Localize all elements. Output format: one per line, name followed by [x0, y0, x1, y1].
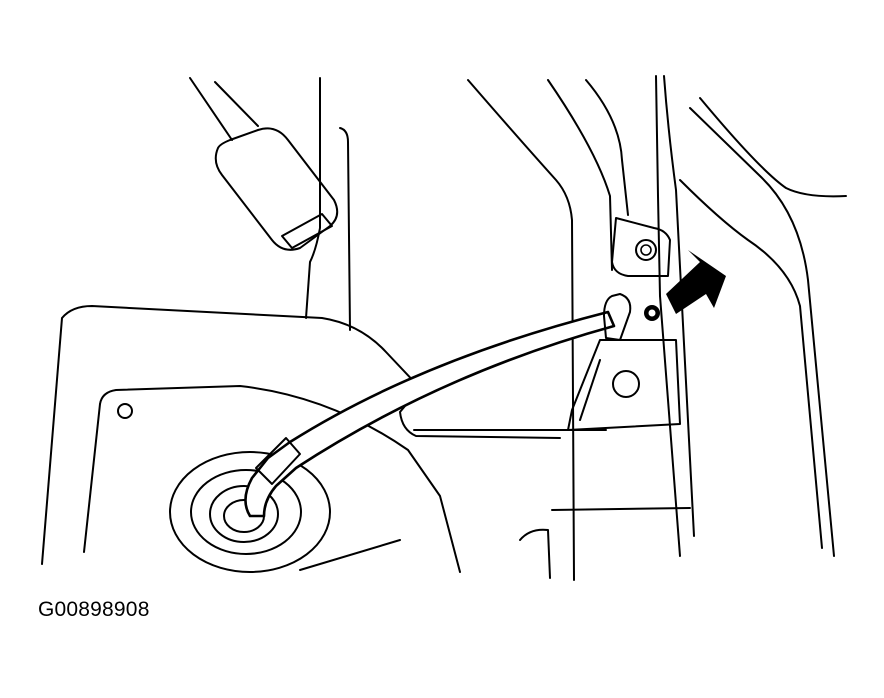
figure-id-label: G00898908: [38, 598, 150, 621]
seat-belt-buckle: [189, 77, 339, 251]
door-frame: [305, 75, 847, 581]
mounting-bracket: [567, 217, 681, 431]
speaker-opening: [169, 451, 331, 573]
wire-harness: [244, 310, 616, 518]
callout-arrow: [666, 250, 726, 314]
door-trim-panel: [41, 305, 691, 579]
retaining-clip: [644, 305, 660, 321]
